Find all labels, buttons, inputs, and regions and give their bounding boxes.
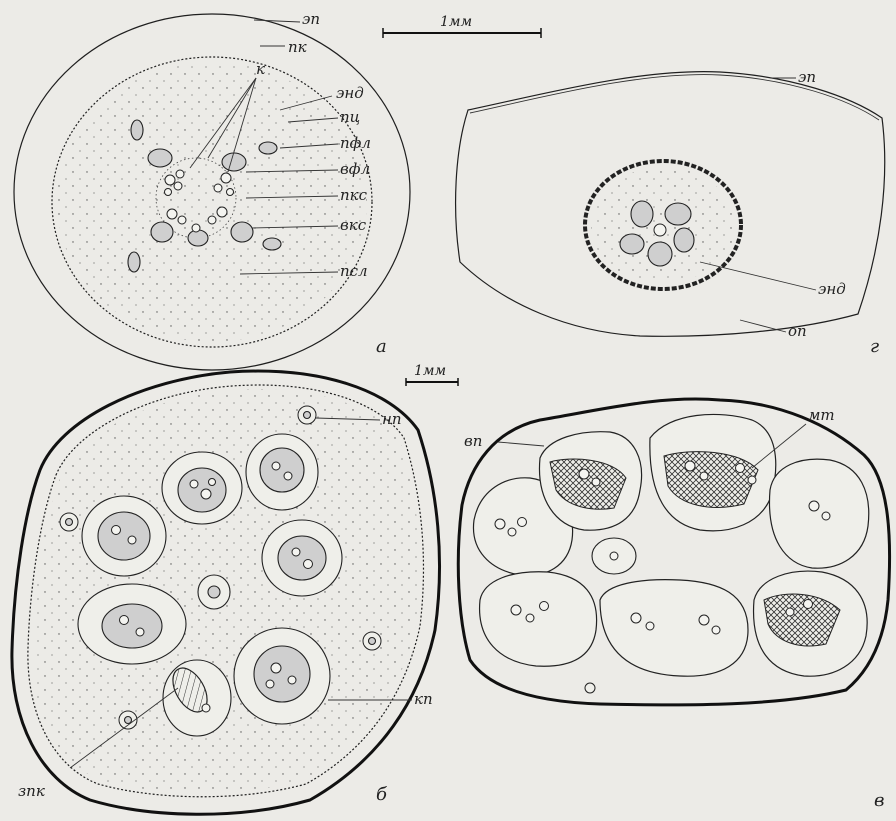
label-g-ep: эп bbox=[798, 68, 816, 86]
panel-a-cortex-fill bbox=[57, 62, 367, 342]
label-vfl: вфл bbox=[340, 160, 370, 178]
label-ep: эп bbox=[302, 10, 320, 28]
label-pks: пкс bbox=[340, 186, 368, 204]
panel-b-bundle bbox=[163, 660, 231, 736]
panel-a-strand bbox=[263, 238, 281, 250]
scale-label-top: 1мм bbox=[440, 14, 472, 30]
label-pts: пц bbox=[340, 108, 360, 126]
panel-b-bundle bbox=[82, 496, 166, 576]
panel-a-strand bbox=[259, 142, 277, 154]
label-zpk: зпк bbox=[18, 782, 45, 800]
label-pfl: пфл bbox=[340, 134, 371, 152]
panel-b-bundle bbox=[162, 452, 242, 524]
label-mt: мт bbox=[808, 406, 835, 424]
label-g-end: энд bbox=[818, 280, 846, 298]
panel-g: эп энд оп г bbox=[456, 68, 885, 357]
scale-bar-top: 1мм bbox=[383, 14, 541, 38]
panel-b-bundle bbox=[262, 520, 342, 596]
label-vks: вкс bbox=[340, 216, 367, 234]
label-vp: вп bbox=[464, 432, 482, 450]
label-np: нп bbox=[382, 410, 402, 428]
panel-b-bundle bbox=[234, 628, 330, 724]
scale-label-bottom: 1мм bbox=[414, 363, 446, 379]
panel-g-label: г bbox=[870, 336, 879, 357]
label-end: энд bbox=[336, 84, 364, 102]
label-pk: пк bbox=[288, 38, 307, 56]
panel-b-bundle bbox=[246, 434, 318, 510]
panel-b-bundle-small bbox=[198, 575, 230, 609]
panel-b: нп кп зпк б bbox=[12, 371, 440, 814]
panel-a-strand bbox=[128, 252, 140, 272]
label-k: к bbox=[256, 60, 265, 78]
scale-bar-bottom: 1мм bbox=[406, 363, 458, 386]
label-g-op: оп bbox=[788, 322, 807, 340]
panel-b-bundle bbox=[78, 584, 186, 664]
panel-a: эп пк к энд пц пфл вфл пкс вкс псл а bbox=[14, 10, 410, 370]
panel-b-label: б bbox=[376, 784, 388, 805]
label-psl: псл bbox=[340, 262, 368, 280]
panel-v: вп мт в bbox=[458, 399, 889, 811]
panel-a-label: а bbox=[376, 336, 387, 357]
panel-a-strand bbox=[131, 120, 143, 140]
panel-v-label: в bbox=[874, 790, 884, 811]
label-kp: кп bbox=[414, 690, 433, 708]
